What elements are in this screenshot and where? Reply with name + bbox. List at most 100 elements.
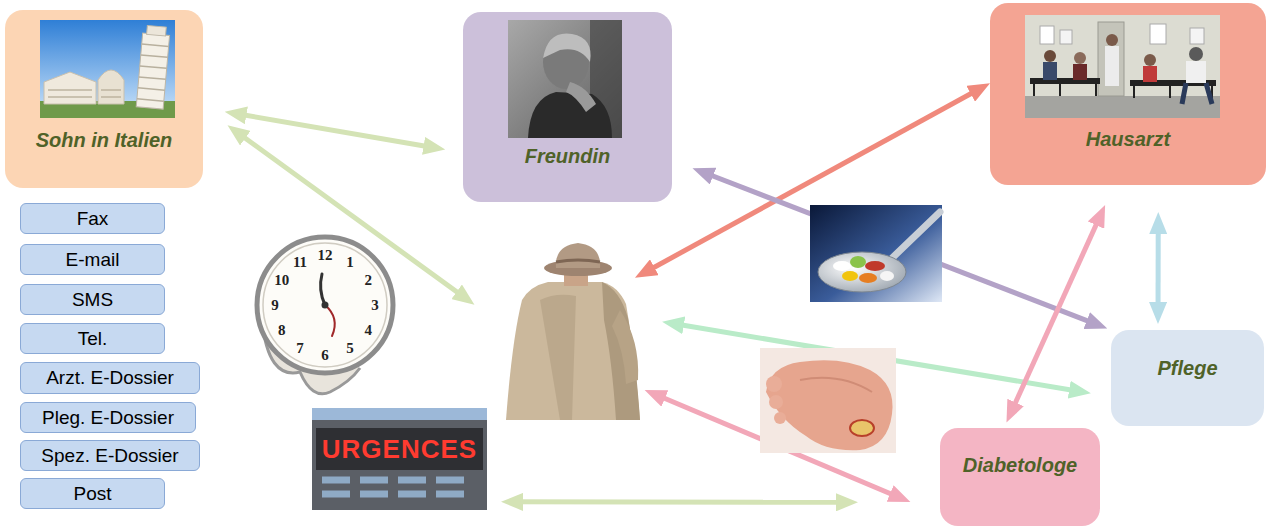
person-box: Sohn in Italien xyxy=(5,10,203,188)
elderly-person xyxy=(506,243,640,420)
elderly-person-part xyxy=(564,270,588,286)
elderly-person-part xyxy=(544,260,612,276)
waiting-room-photo-part xyxy=(1190,28,1204,44)
pisa-photo-part xyxy=(40,20,175,118)
waiting-room-photo-part xyxy=(1060,30,1072,44)
melting-clock-part xyxy=(257,237,393,373)
clock-numeral: 6 xyxy=(321,348,329,363)
clock-numeral: 2 xyxy=(365,273,373,288)
elderly-person-part xyxy=(612,310,638,384)
melting-clock-part xyxy=(322,302,329,309)
clock-numeral: 5 xyxy=(346,341,354,356)
channel-box: Post xyxy=(20,478,165,509)
node-label: URGENCES xyxy=(322,434,477,465)
elderly-person-part xyxy=(556,260,600,262)
hospital-building-part xyxy=(322,480,464,494)
waiting-room-photo-part xyxy=(1030,78,1100,84)
person-arrows-part xyxy=(652,393,903,499)
clock-numeral: 4 xyxy=(365,323,373,338)
clock-numeral: 10 xyxy=(274,273,289,288)
node-label: Pleg. E-Dossier xyxy=(42,407,174,429)
pills-photo-part xyxy=(859,273,877,283)
pills-photo-part xyxy=(810,205,942,302)
melting-clock-part xyxy=(321,274,325,305)
friend-photo xyxy=(508,20,622,138)
doctor-box: Hausarzt xyxy=(990,3,1266,185)
hospital-building-part xyxy=(312,408,487,422)
hospital-building-part xyxy=(316,428,483,470)
clock-numeral: 1 xyxy=(346,254,354,269)
waiting-room-photo-part xyxy=(1150,24,1166,44)
foot-wound-photo-part xyxy=(766,360,893,450)
connector-arrow xyxy=(509,499,850,504)
person-arrows-part xyxy=(670,323,1083,392)
channel-box: Tel. xyxy=(20,323,165,354)
pisa-photo-part-part xyxy=(137,44,169,101)
pisa-photo-part xyxy=(40,101,175,118)
pills-photo xyxy=(810,205,942,302)
waiting-room-photo-part xyxy=(1044,50,1056,62)
pisa-photo xyxy=(40,20,175,118)
node-label: Freundin xyxy=(525,145,611,168)
person-arrows-part xyxy=(234,130,468,300)
clock-numeral: 8 xyxy=(278,323,286,338)
pills-photo-part xyxy=(833,261,851,271)
emergency-sign: URGENCES xyxy=(312,408,487,510)
hospital-building-part xyxy=(312,420,487,510)
melting-clock xyxy=(257,237,393,394)
waiting-room-photo-part xyxy=(1040,26,1054,44)
friend-photo-part xyxy=(543,35,589,89)
foot-wound-photo-part xyxy=(766,376,782,392)
clock-numeral: 7 xyxy=(296,341,304,356)
elderly-person-part xyxy=(506,282,640,420)
connector-arrow xyxy=(1010,212,1102,415)
foot-wound-photo xyxy=(760,348,896,453)
elderly-person-part xyxy=(540,295,576,420)
connector-arrow xyxy=(700,171,1100,326)
node-label: E-mail xyxy=(66,249,120,271)
pisa-photo-part xyxy=(98,70,124,104)
care-box: Pflege xyxy=(1111,330,1264,426)
clock-numeral: 9 xyxy=(271,298,279,313)
friend-photo-part xyxy=(528,92,612,138)
waiting-room-photo-part xyxy=(1143,66,1157,82)
node-label: Hausarzt xyxy=(1086,128,1170,151)
waiting-room-photo-part xyxy=(1043,62,1057,80)
node-label: Sohn in Italien xyxy=(36,129,173,152)
foot-wound-photo-part xyxy=(774,412,786,424)
pills-photo-part xyxy=(888,212,940,262)
pisa-photo-part-part xyxy=(147,25,167,36)
waiting-room-photo-part xyxy=(1130,80,1216,86)
pills-photo-part xyxy=(842,271,858,281)
waiting-room-photo-part xyxy=(1098,22,1124,96)
pills-photo-part xyxy=(818,252,906,292)
foot-wound-photo-part xyxy=(760,348,896,453)
waiting-room-photo-part xyxy=(1186,61,1206,83)
specialist-box: Diabetologe xyxy=(940,428,1100,526)
node-label: Spez. E-Dossier xyxy=(41,445,178,467)
melting-clock-part xyxy=(263,243,387,367)
foot-wound-photo-part xyxy=(769,395,783,409)
waiting-room-photo-part xyxy=(1144,54,1156,66)
friend-photo-part xyxy=(590,20,622,138)
melting-clock-part xyxy=(325,305,335,336)
node-label: Pflege xyxy=(1157,357,1217,380)
pisa-photo-part xyxy=(48,90,121,97)
channel-box: Arzt. E-Dossier xyxy=(20,362,200,394)
node-label: SMS xyxy=(72,289,113,311)
melting-clock-part xyxy=(262,320,360,394)
channel-box: Fax xyxy=(20,203,165,234)
waiting-room-photo-part xyxy=(1073,64,1087,80)
node-label: Tel. xyxy=(78,328,108,350)
pills-photo-part xyxy=(865,261,885,271)
waiting-room-photo-part xyxy=(1189,47,1203,61)
channel-box: Spez. E-Dossier xyxy=(20,440,200,471)
channel-box: SMS xyxy=(20,284,165,315)
friend-photo-part xyxy=(543,34,591,63)
pisa-photo-part xyxy=(136,25,170,109)
friend-photo-part xyxy=(566,82,596,112)
